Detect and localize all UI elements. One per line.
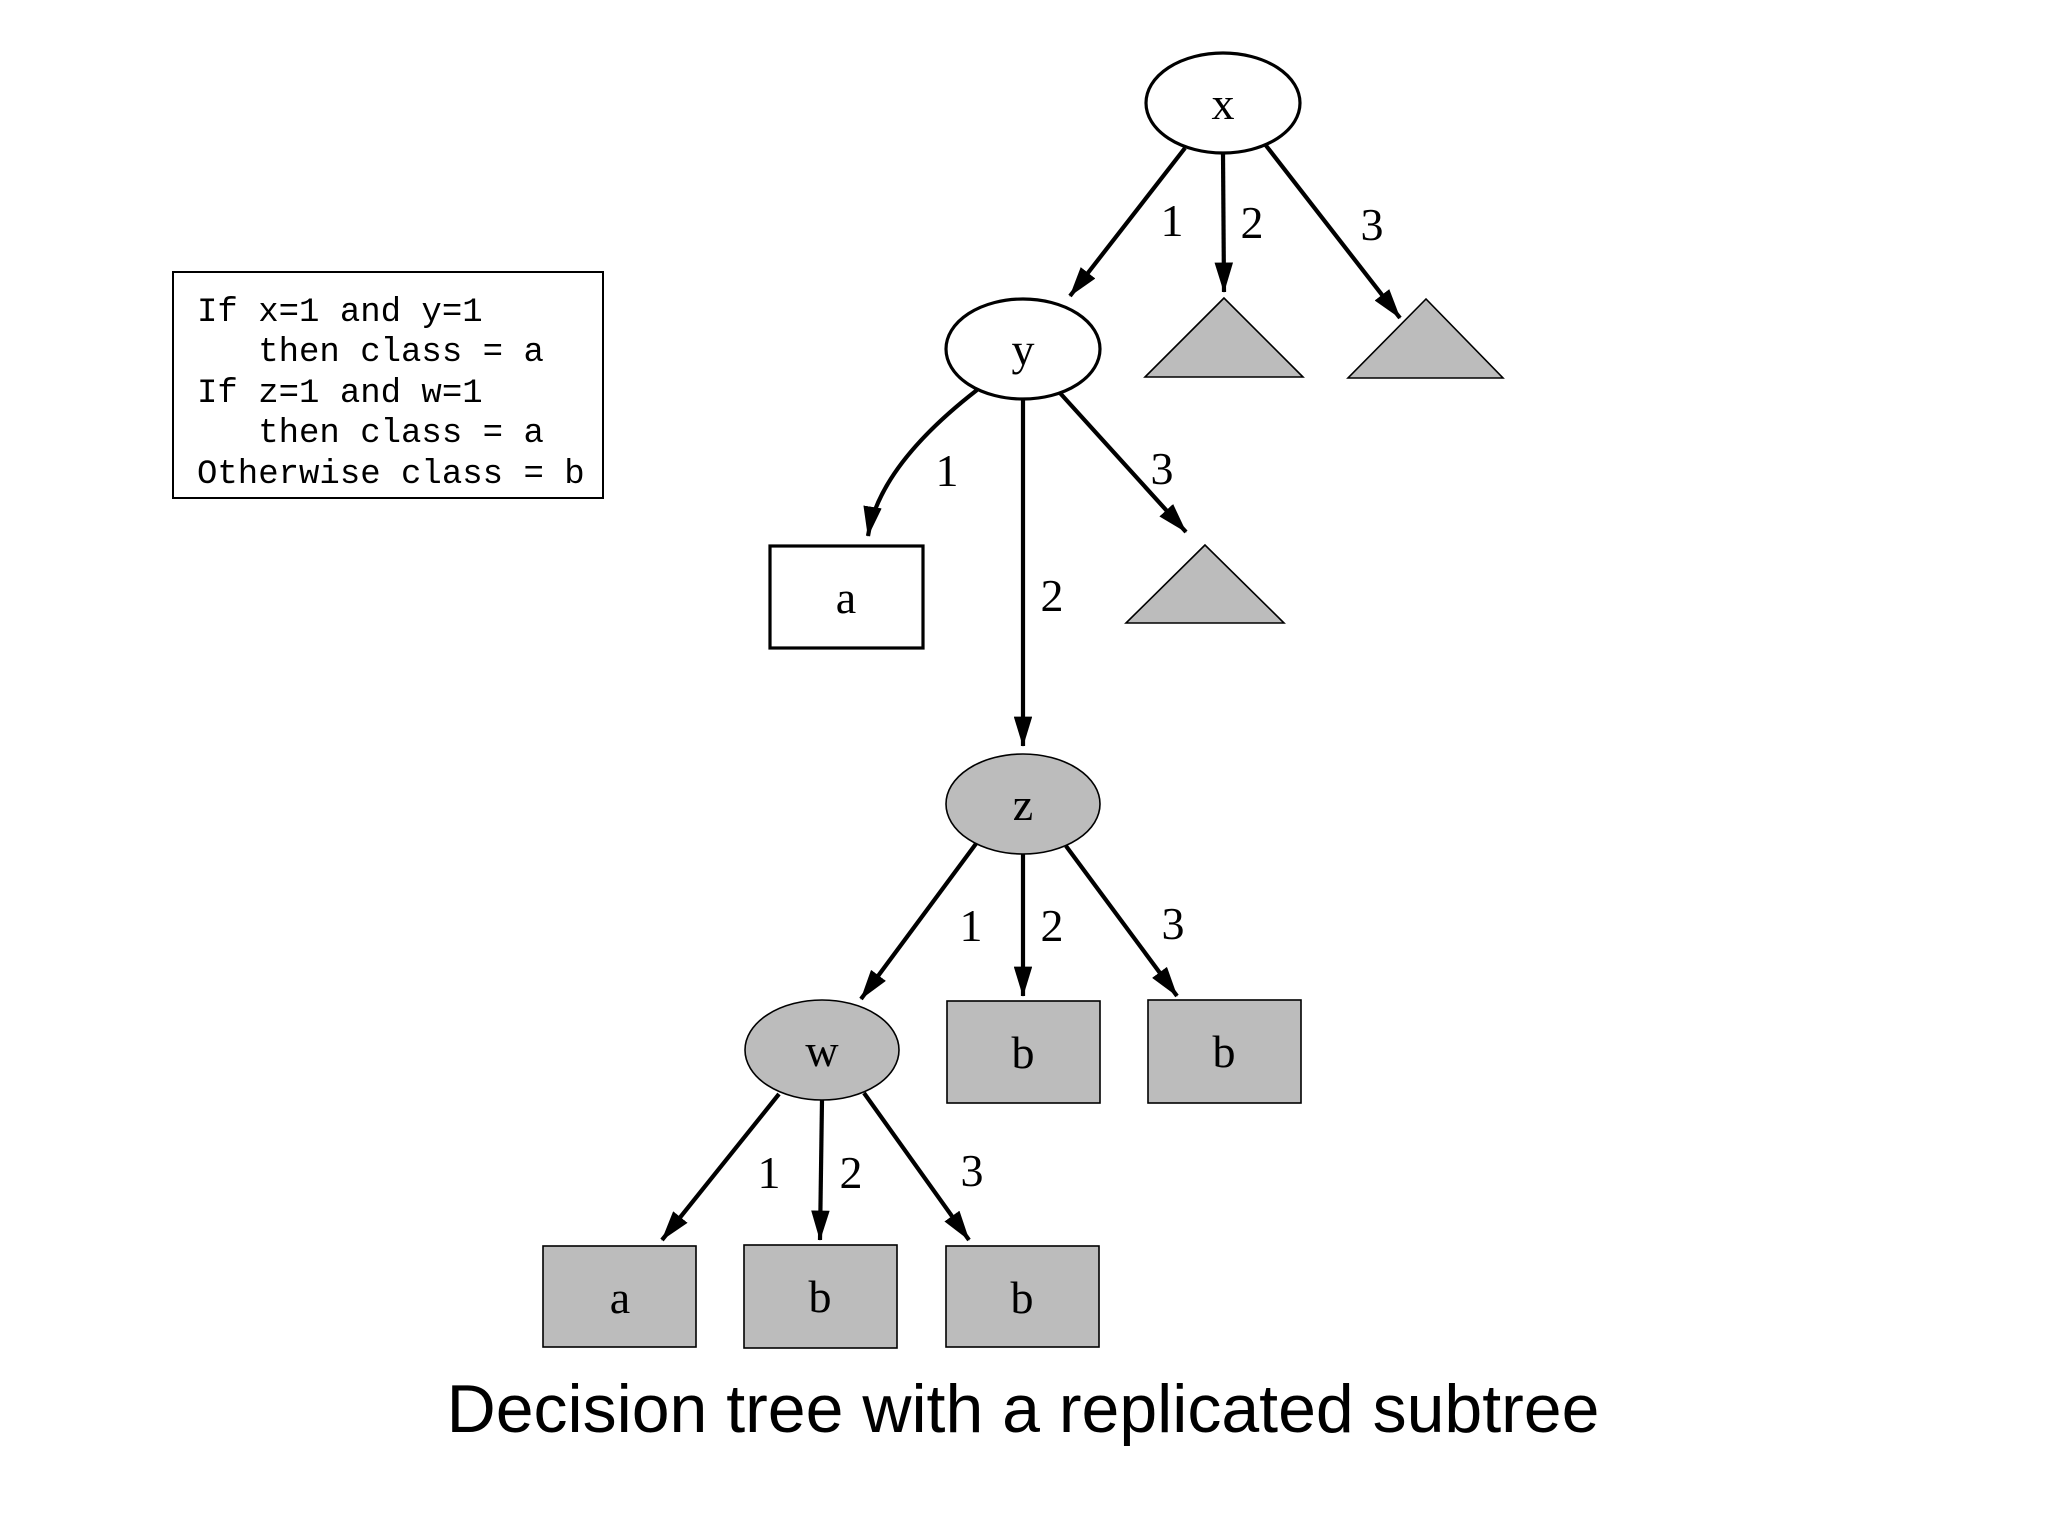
edge-label-z-3: 3 <box>1162 898 1185 949</box>
edge-labels: 1 2 3 1 2 3 1 2 3 1 2 3 <box>758 195 1384 1198</box>
leaf-b-from-z-2-label: b <box>1012 1027 1035 1078</box>
edge-label-x-2: 2 <box>1241 197 1264 248</box>
collapsed-subtree-triangle-x2 <box>1143 296 1305 378</box>
leaf-b-from-w-3-rect <box>945 1245 1100 1348</box>
edge-label-z-2: 2 <box>1041 900 1064 951</box>
edge-label-w-2: 2 <box>840 1147 863 1198</box>
tree-edges <box>660 141 1402 1242</box>
rule-line-1: If x=1 and y=1 <box>197 294 483 332</box>
leaf-b-from-z-3-rect <box>1147 999 1302 1104</box>
collapsed-subtree-triangle-x3 <box>1346 297 1505 379</box>
edge-label-y-2: 2 <box>1041 570 1064 621</box>
leaf-b-from-z-2-rect <box>946 1000 1101 1104</box>
edge-y-1 <box>863 388 979 537</box>
node-x-label: x <box>1212 78 1235 129</box>
node-w-label: w <box>805 1025 839 1076</box>
edge-w-3 <box>862 1091 971 1242</box>
edge-x-3 <box>1262 141 1402 320</box>
edge-label-y-3: 3 <box>1151 443 1174 494</box>
node-z-label: z <box>1013 779 1033 830</box>
node-y-ellipse <box>944 297 1102 401</box>
figure-caption: Decision tree with a replicated subtree <box>447 1371 1600 1447</box>
edge-label-w-1: 1 <box>758 1147 781 1198</box>
rules-box-border <box>172 271 604 499</box>
rule-line-3: If z=1 and w=1 <box>197 375 483 413</box>
edge-x-1 <box>1068 146 1187 298</box>
node-z-ellipse <box>945 753 1101 855</box>
leaf-a-from-w-1-label: a <box>610 1272 630 1323</box>
leaf-b-from-w-2-rect <box>743 1244 898 1349</box>
leaf-b-from-w-3-label: b <box>1011 1272 1034 1323</box>
node-y-label: y <box>1012 324 1035 375</box>
edge-w-2 <box>811 1099 830 1241</box>
edge-z-1 <box>859 839 980 1001</box>
rule-line-5: Otherwise class = b <box>197 456 585 494</box>
edge-label-x-3: 3 <box>1361 199 1384 250</box>
edge-x-2 <box>1214 152 1234 293</box>
rules-box: If x=1 and y=1 then class = a If z=1 and… <box>172 271 604 499</box>
node-x-ellipse <box>1144 51 1302 155</box>
edge-y-3 <box>1058 391 1188 534</box>
leaf-a-from-y-label: a <box>836 572 856 623</box>
edge-label-x-1: 1 <box>1161 195 1184 246</box>
edge-z-3 <box>1064 844 1179 998</box>
rule-line-4: then class = a <box>197 415 544 453</box>
rule-line-2: then class = a <box>197 334 544 372</box>
node-w-ellipse <box>744 999 900 1101</box>
tree-shapes <box>542 51 1505 1349</box>
leaf-b-from-z-3-label: b <box>1213 1026 1236 1077</box>
edge-label-z-1: 1 <box>960 900 983 951</box>
leaf-a-from-w-1-rect <box>542 1245 697 1348</box>
node-labels: x y z w a b b a b b <box>610 78 1236 1323</box>
leaf-a-from-y-rect <box>768 544 925 650</box>
edge-label-w-3: 3 <box>961 1145 984 1196</box>
collapsed-subtree-triangle-y3 <box>1124 543 1286 624</box>
edge-w-1 <box>660 1092 781 1242</box>
leaf-b-from-w-2-label: b <box>809 1271 832 1322</box>
edge-label-y-1: 1 <box>936 445 959 496</box>
